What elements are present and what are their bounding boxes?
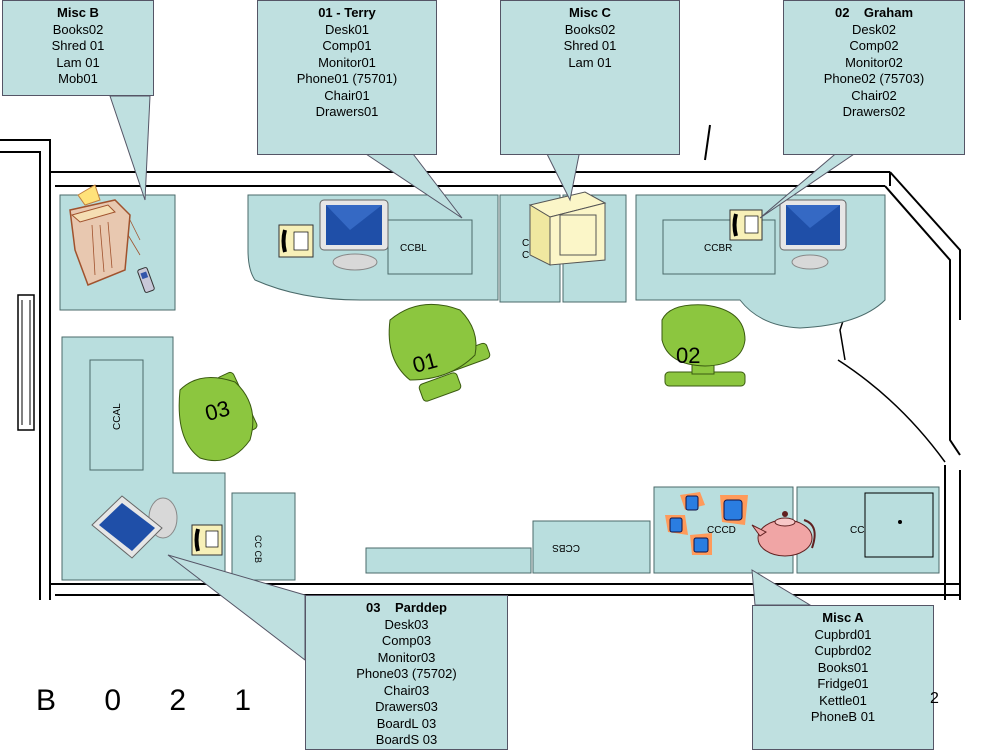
drawers-ccbl (387, 219, 473, 275)
item-label: Shred 01 (563, 38, 617, 53)
item-label: Drawers02 (842, 104, 906, 119)
label-ccal: CCAL (112, 403, 123, 430)
fridge-marker (898, 520, 902, 524)
furniture-labels: CCBL CCBR CCAL CCBS CCCD CC CC CB C C (112, 238, 864, 563)
callout-misc-a: Misc A Cupbrd01 Cupbrd02 Books01 Fridge0… (752, 605, 934, 750)
item-label: Comp01 (322, 38, 372, 53)
item-label: Lam 01 (56, 54, 100, 70)
item-label: BoardL 03 (376, 715, 437, 731)
item-label: Desk01 (324, 21, 370, 37)
callout-parddep: 03 Parddep Desk03 Comp03 Monitor03 Phone… (305, 595, 508, 750)
item-label: Monitor01 (318, 54, 376, 70)
label-cccd: CCCD (707, 525, 736, 536)
callout-title: Misc B (57, 5, 99, 20)
item-label: Mob01 (58, 71, 98, 86)
fridge (864, 492, 934, 558)
monitor-icon (91, 495, 178, 559)
item-label: Comp03 (381, 633, 432, 648)
item-label: PhoneB 01 (810, 709, 876, 724)
desk-phone-icon (191, 524, 223, 556)
monitor-icon (319, 199, 389, 271)
drawers-ccal (89, 359, 144, 471)
board-l (365, 547, 532, 574)
label-cc: CC (850, 525, 864, 536)
item-label: Cupbrd01 (814, 626, 872, 642)
board-ccbs (532, 520, 651, 574)
mugs-icon (665, 492, 748, 555)
item-label: Phone01 (75701) (296, 71, 398, 86)
item-label: Desk03 (384, 616, 429, 632)
label-c-top: C (522, 238, 529, 249)
callout-misc-c: Misc C Books02 Shred 01 Lam 01 (500, 0, 680, 155)
item-label: Kettle01 (819, 692, 867, 708)
item-label: Shred 01 (51, 38, 105, 53)
item-label: Books02 (564, 21, 616, 37)
item-label: Chair02 (851, 87, 897, 103)
item-label: Drawers03 (375, 699, 438, 714)
label-c-bottom: C (522, 250, 529, 261)
callout-graham: 02 Graham Desk02 Comp02 Monitor02 Phone0… (783, 0, 965, 155)
chair-01: 01 (388, 303, 491, 402)
callout-title: 01 - Terry (318, 5, 376, 20)
item-label: Drawers01 (315, 104, 379, 119)
item-label: Books02 (52, 21, 104, 37)
item-label: Fridge01 (817, 676, 869, 691)
callout-title: 02 Graham (834, 5, 914, 20)
item-label: BoardS 03 (375, 732, 438, 747)
mobile-phone-icon (137, 267, 155, 293)
chair-label-02: 02 (676, 343, 700, 368)
item-label: Cupbrd02 (814, 643, 872, 658)
stray-mark: 2 (930, 690, 939, 707)
label-ccbs: CCBS (552, 542, 580, 553)
item-label: Phone03 (75702) (356, 666, 457, 681)
desk-phone-icon (278, 224, 314, 258)
callout-title: Misc A (822, 610, 864, 625)
item-label: Chair01 (324, 87, 370, 103)
item-label: Books01 (817, 659, 869, 675)
chair-02: 02 (661, 304, 746, 387)
monitor-icon (779, 199, 847, 270)
cabinet-cb (231, 492, 296, 581)
item-label: Comp02 (849, 38, 899, 53)
room-title: B 0 2 1 (36, 684, 272, 717)
computer-tower-icon (528, 191, 607, 266)
callout-terry: 01 - Terry Desk01 Comp01 Monitor01 Phone… (257, 0, 437, 155)
desk-phone-icon (729, 209, 763, 241)
item-label: Lam 01 (568, 54, 612, 70)
label-cb: CC CB (253, 535, 263, 563)
label-ccbr: CCBR (704, 243, 732, 254)
chair-03: 03 (178, 371, 258, 462)
callout-title: 03 Parddep (366, 600, 447, 615)
label-ccbl: CCBL (400, 243, 427, 254)
item-label: Chair03 (383, 682, 430, 698)
shredder-icon (69, 184, 141, 286)
item-label: Desk02 (851, 21, 897, 37)
callout-title: Misc C (569, 5, 611, 20)
item-label: Phone02 (75703) (823, 71, 925, 86)
callout-misc-b: Misc B Books02 Shred 01 Lam 01 Mob01 (2, 0, 154, 96)
kettle-icon (751, 511, 816, 557)
item-label: Monitor03 (377, 649, 436, 665)
item-label: Monitor02 (845, 54, 903, 70)
